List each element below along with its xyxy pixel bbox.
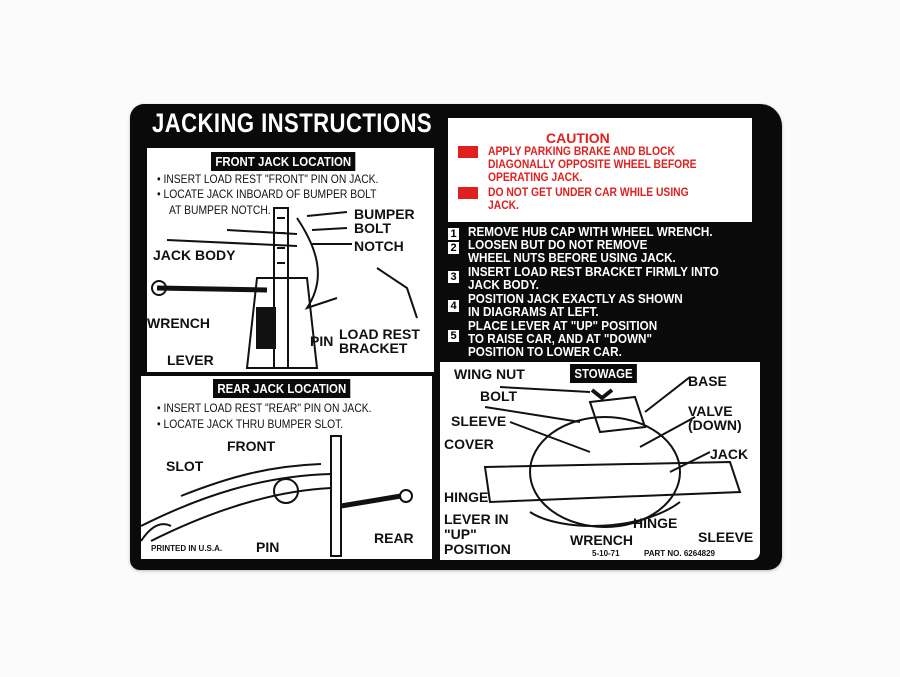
rear-jack-header: REAR JACK LOCATION — [213, 379, 351, 398]
step-3-line-1: INSERT LOAD REST BRACKET FIRMLY INTO — [468, 264, 719, 279]
label-valve: VALVE — [688, 403, 733, 419]
rear-jack-panel: REAR JACK LOCATION • INSERT LOAD REST "R… — [141, 376, 432, 559]
label-lever-in: LEVER IN — [444, 511, 509, 527]
caution-title: CAUTION — [546, 130, 610, 146]
front-bullet-2: • LOCATE JACK INBOARD OF BUMPER BOLT — [157, 187, 377, 201]
front-jack-panel: FRONT JACK LOCATION • INSERT LOAD REST "… — [147, 148, 434, 372]
label-pin: PIN — [310, 333, 334, 349]
decal-title: JACKING INSTRUCTIONS — [152, 108, 433, 138]
label-front: FRONT — [227, 438, 276, 454]
label-wing-nut: WING NUT — [454, 366, 525, 382]
label-wrench: WRENCH — [570, 532, 633, 548]
label-up: "UP" — [444, 526, 477, 542]
label-jack-body: JACK BODY — [153, 247, 236, 263]
label-jack: JACK — [710, 446, 749, 462]
step-5-line-3: POSITION TO LOWER CAR. — [468, 344, 622, 359]
caution-box: CAUTION APPLY PARKING BRAKE AND BLOCK DI… — [448, 118, 752, 222]
step-2-line-2: WHEEL NUTS BEFORE USING JACK. — [468, 250, 676, 265]
caution-line-5: JACK. — [488, 198, 519, 212]
step-1-line-1: REMOVE HUB CAP WITH WHEEL WRENCH. — [468, 224, 713, 239]
label-position: POSITION — [444, 541, 511, 557]
step-4-line-2: IN DIAGRAMS AT LEFT. — [468, 304, 599, 319]
label-lever: LEVER — [167, 352, 214, 368]
step-5-line-2: TO RAISE CAR, AND AT "DOWN" — [468, 331, 652, 346]
label-bolt: BOLT — [480, 388, 518, 404]
label-bumper: BUMPER — [354, 206, 415, 222]
print-date: 5-10-71 — [592, 549, 620, 558]
caution-line-1: APPLY PARKING BRAKE AND BLOCK — [488, 144, 675, 158]
label-load-rest: LOAD REST — [339, 326, 420, 342]
stowage-drawing — [483, 376, 742, 528]
rear-bullet-2: • LOCATE JACK THRU BUMPER SLOT. — [157, 417, 344, 431]
part-number: PART NO. 6264829 — [644, 549, 715, 558]
caution-line-2: DIAGONALLY OPPOSITE WHEEL BEFORE — [488, 157, 697, 171]
step-number-5: 5 — [448, 330, 459, 342]
label-rear: REAR — [374, 530, 414, 546]
step-3-line-2: JACK BODY. — [468, 277, 539, 292]
label-hinge: HINGE — [444, 489, 489, 505]
label-pin: PIN — [256, 539, 280, 555]
label-sleeve: SLEEVE — [451, 413, 507, 429]
label-bolt: BOLT — [354, 220, 392, 236]
label-wrench: WRENCH — [147, 315, 210, 331]
step-number-3: 3 — [448, 271, 459, 283]
step-number-4: 4 — [448, 300, 459, 312]
label-slot: SLOT — [166, 458, 204, 474]
stowage-header: STOWAGE — [570, 364, 638, 383]
red-square-icon — [458, 146, 478, 158]
label-cover: COVER — [444, 436, 494, 452]
step-number-1: 1 — [448, 228, 459, 240]
jacking-instructions-decal: JACKING INSTRUCTIONS FRONT JACK LOCATION… — [130, 104, 782, 570]
step-number-2: 2 — [448, 242, 459, 254]
label-down: (DOWN) — [688, 417, 742, 433]
stowage-panel: STOWAGE WING NUT BOLT SLEEVE COVER HINGE… — [440, 362, 760, 560]
rear-bullet-1: • INSERT LOAD REST "REAR" PIN ON JACK. — [157, 401, 372, 415]
step-2-line-1: LOOSEN BUT DO NOT REMOVE — [468, 237, 648, 252]
label-base: BASE — [688, 373, 727, 389]
label-notch: NOTCH — [354, 238, 404, 254]
front-bullet-3: AT BUMPER NOTCH. — [169, 203, 271, 217]
front-jack-drawing — [151, 207, 418, 369]
red-square-icon — [458, 187, 478, 199]
rear-jack-drawing — [141, 435, 413, 557]
label-bracket: BRACKET — [339, 340, 408, 356]
front-jack-header: FRONT JACK LOCATION — [211, 152, 356, 171]
caution-line-4: DO NOT GET UNDER CAR WHILE USING — [488, 185, 689, 199]
step-5-line-1: PLACE LEVER AT "UP" POSITION — [468, 318, 658, 333]
step-4-line-1: POSITION JACK EXACTLY AS SHOWN — [468, 291, 683, 306]
front-bullet-1: • INSERT LOAD REST "FRONT" PIN ON JACK. — [157, 172, 379, 186]
printed-in-usa: PRINTED IN U.S.A. — [151, 544, 223, 553]
label-hinge-2: HINGE — [633, 515, 678, 531]
label-sleeve-2: SLEEVE — [698, 529, 754, 545]
caution-line-3: OPERATING JACK. — [488, 170, 583, 184]
